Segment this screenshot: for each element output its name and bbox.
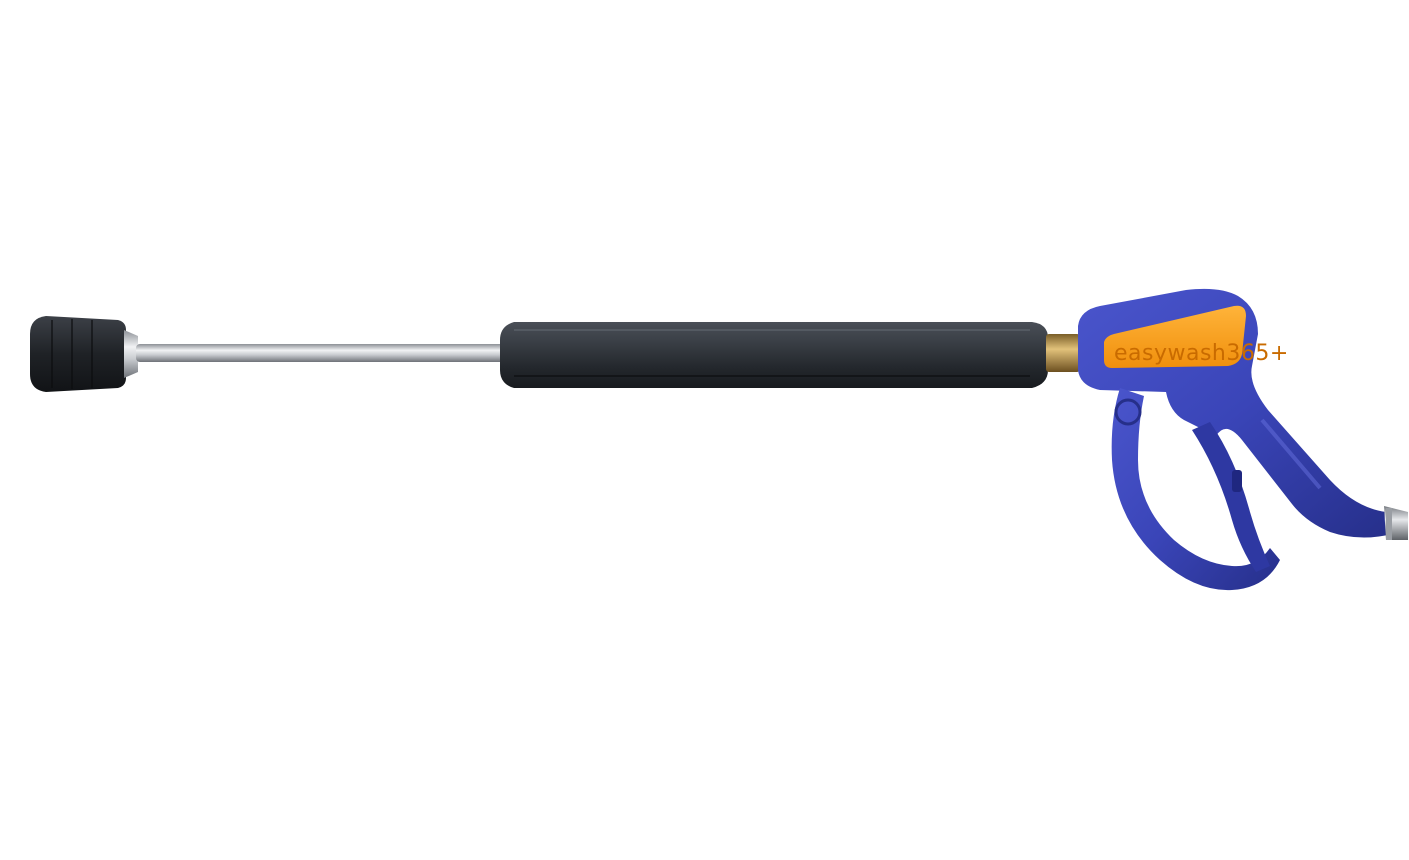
outlet-coupler — [1384, 506, 1408, 540]
brand-label: easywash365+ — [1104, 305, 1289, 368]
brass-fitting — [1046, 334, 1080, 372]
steel-wand — [136, 344, 514, 362]
brand-label-text: easywash365+ — [1114, 341, 1289, 366]
lance-sleeve — [500, 322, 1048, 388]
nozzle — [30, 316, 138, 392]
